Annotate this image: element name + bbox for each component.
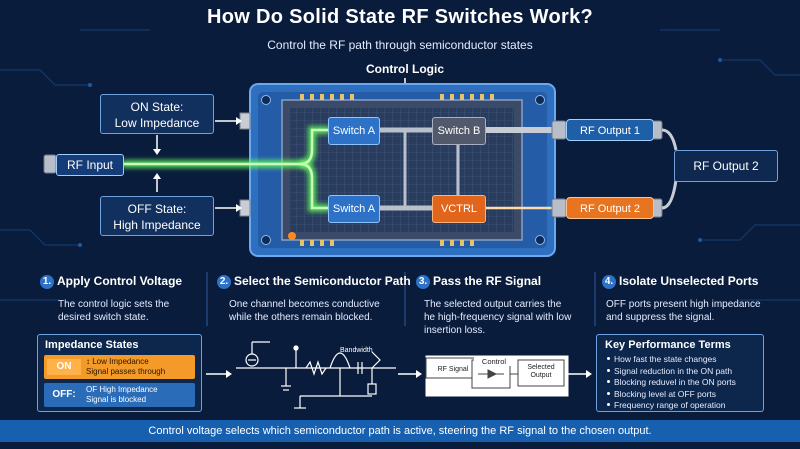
flow-rf-signal: RF Signal — [437, 366, 469, 373]
step-2-number: 2. — [217, 275, 231, 289]
page-subtitle: Control the RF path through semiconducto… — [267, 38, 533, 52]
control-flow-diagram — [425, 355, 569, 397]
impedance-off-row: OFF: OF High Impedance Signal is blocked — [44, 383, 195, 407]
rf-output-1-port: RF Output 1 — [566, 119, 654, 141]
off-state-box: OFF State: High Impedance — [100, 196, 214, 236]
switch-a-top: Switch A — [328, 117, 380, 145]
step-2-title: Select the Semiconductor Path — [234, 274, 411, 288]
rf-output-2-label: RF Output 2 — [674, 150, 778, 182]
off-description: OF High Impedance Signal is blocked — [86, 385, 158, 405]
step-2: 2.Select the Semiconductor Path One chan… — [217, 274, 411, 324]
vctrl-block: VCTRL — [432, 195, 486, 223]
on-state-title: ON State: — [130, 100, 184, 114]
step-1-number: 1. — [40, 275, 54, 289]
flow-control: Control — [474, 357, 514, 366]
off-text-1: OF High Impedance — [86, 385, 158, 394]
bandwidth-label: Bandwidth — [340, 347, 373, 354]
key-term-item: Blocking level at OFF ports — [607, 389, 736, 401]
flow-output-text: Output — [530, 372, 552, 379]
step-3-text-line-2: he high-frequency signal with low — [424, 312, 572, 323]
step-2-text-line-2: while the others remain blocked. — [229, 312, 373, 323]
key-terms-list: How fast the state changes Signal reduct… — [607, 354, 736, 412]
step-2-text-line-1: One channel becomes conductive — [229, 299, 380, 310]
on-state-box: ON State: Low Impedance — [100, 94, 214, 134]
off-label: OFF: — [52, 389, 76, 400]
rf-output-2-port: RF Output 2 — [566, 197, 654, 219]
step-1-text-line-1: The control logic sets the — [58, 299, 170, 310]
page-title: How Do Solid State RF Switches Work? — [206, 6, 594, 28]
flow-selected-text: Selected — [527, 364, 555, 371]
key-term-item: Blocking reduvel in the ON ports — [607, 377, 736, 389]
on-state-desc: Low Impedance — [114, 116, 200, 130]
footer-caption: Control voltage selects which semiconduc… — [0, 420, 800, 442]
step-3-text-line-1: The selected output carries the — [424, 299, 562, 310]
on-text-2: Signal passes through — [86, 367, 166, 376]
on-description: ↕ Low Impedance Signal passes through — [86, 357, 165, 377]
step-4-text-line-1: OFF ports present high impedance — [606, 299, 761, 310]
on-label: ON — [47, 359, 81, 375]
off-state-desc: High Impedance — [113, 218, 201, 232]
switch-a-bottom: Switch A — [328, 195, 380, 223]
switch-b: Switch B — [432, 117, 486, 145]
step-3-title: Pass the RF Signal — [433, 274, 542, 288]
step-1-text-line-2: desired switch state. — [58, 312, 149, 323]
off-state-title: OFF State: — [127, 202, 187, 216]
step-3: 3.Pass the RF Signal The selected output… — [416, 274, 592, 337]
rf-input-port: RF Input — [56, 154, 124, 176]
key-term-item: How fast the state changes — [607, 354, 736, 366]
impedance-on-row: ON ↕ Low Impedance Signal passes through — [44, 355, 195, 379]
step-1: 1.Apply Control Voltage The control logi… — [40, 274, 205, 324]
on-text-1: ↕ Low Impedance — [86, 357, 149, 366]
impedance-states-panel: Impedance States ON ↕ Low Impedance Sign… — [37, 334, 202, 412]
green-signal-path — [122, 126, 330, 212]
step-4-text-line-2: and suppress the signal. — [606, 312, 715, 323]
step-1-title: Apply Control Voltage — [57, 274, 183, 288]
impedance-states-title: Impedance States — [45, 339, 139, 351]
key-terms-title: Key Performance Terms — [605, 339, 731, 351]
circuit-schematic — [236, 341, 396, 409]
off-text-2: Signal is blocked — [86, 395, 147, 404]
flow-selected-output: Selected Output — [518, 364, 564, 380]
step-4-title: Isolate Unselected Ports — [619, 274, 759, 288]
key-term-item: Signal reduction in the ON path — [607, 366, 736, 378]
step-3-number: 3. — [416, 275, 430, 289]
step-4-number: 4. — [602, 275, 616, 289]
key-terms-panel: Key Performance Terms How fast the state… — [596, 334, 764, 412]
step-4: 4.Isolate Unselected Ports OFF ports pre… — [602, 274, 792, 324]
control-logic-label: Control Logic — [366, 62, 444, 76]
step-3-text-line-3: insertion loss. — [424, 325, 486, 336]
key-term-item: Frequency range of operation — [607, 400, 736, 412]
